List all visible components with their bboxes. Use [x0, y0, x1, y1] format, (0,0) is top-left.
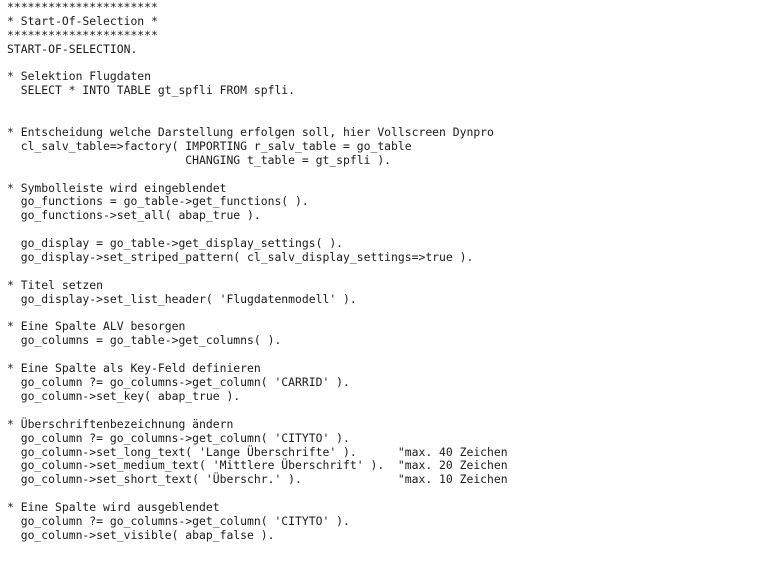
code-line-25: go_columns = go_table->get_columns( ).: [7, 333, 282, 348]
code-line-39: go_column->set_visible( abap_false ).: [7, 527, 275, 542]
code-line-10: * Entscheidung welche Darstellung erfolg…: [7, 125, 494, 140]
code-line-12: CHANGING t_table = gt_spfli ).: [7, 152, 392, 167]
code-line-11: cl_salv_table=>factory( IMPORTING r_salv…: [7, 138, 412, 153]
code-line-7: SELECT * INTO TABLE gt_spfli FROM spfli.: [7, 83, 296, 98]
code-line-37: * Eine Spalte wird ausgeblendet: [7, 500, 220, 515]
code-line-16: go_functions->set_all( abap_true ).: [7, 208, 261, 223]
code-line-14: * Symbolleiste wird eingeblendet: [7, 180, 227, 195]
code-line-8: [7, 98, 770, 112]
code-line-9: [7, 112, 770, 126]
code-line-32: go_column ?= go_columns->get_column( 'CI…: [7, 430, 350, 445]
code-line-21: * Titel setzen: [7, 277, 104, 292]
code-line-24: * Eine Spalte ALV besorgen: [7, 319, 186, 334]
code-line-27: * Eine Spalte als Key-Feld definieren: [7, 361, 261, 376]
code-line-5: [7, 57, 770, 71]
code-line-26: [7, 348, 770, 362]
code-line-2: * Start-Of-Selection *: [7, 13, 158, 28]
code-line-34: go_column->set_medium_text( 'Mittlere Üb…: [7, 458, 508, 473]
code-line-28: go_column ?= go_columns->get_column( 'CA…: [7, 375, 350, 390]
code-line-30: [7, 404, 770, 418]
code-line-22: go_display->set_list_header( 'Flugdatenm…: [7, 291, 357, 306]
code-line-3: **********************: [7, 27, 158, 42]
code-line-29: go_column->set_key( abap_true ).: [7, 388, 241, 403]
code-line-18: go_display = go_table->get_display_setti…: [7, 236, 344, 251]
code-line-6: * Selektion Flugdaten: [7, 69, 152, 84]
code-line-15: go_functions = go_table->get_functions( …: [7, 194, 309, 209]
code-line-17: [7, 223, 770, 237]
code-line-13: [7, 168, 770, 182]
code-line-38: go_column ?= go_columns->get_column( 'CI…: [7, 513, 350, 528]
code-line-1: **********************: [7, 0, 158, 14]
code-line-23: [7, 307, 770, 321]
code-line-36: [7, 487, 770, 501]
code-line-35: go_column->set_short_text( 'Überschr.' )…: [7, 472, 508, 487]
code-line-20: [7, 265, 770, 279]
code-line-19: go_display->set_striped_pattern( cl_salv…: [7, 250, 474, 265]
code-line-4: START-OF-SELECTION.: [7, 41, 138, 56]
code-line-31: * Überschriftenbezeichnung ändern: [7, 416, 234, 431]
code-line-33: go_column->set_long_text( 'Lange Übersch…: [7, 444, 508, 459]
